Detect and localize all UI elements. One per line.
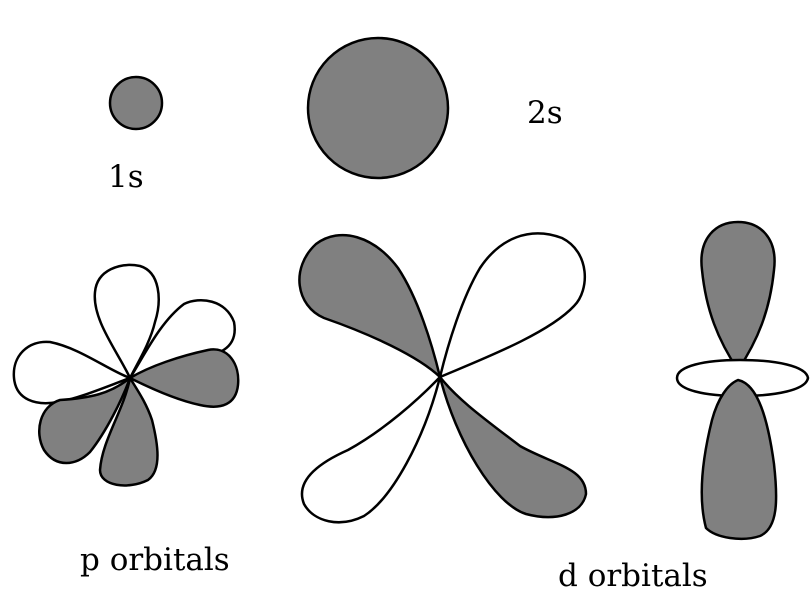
label-p-orbitals: p orbitals (80, 542, 230, 578)
p-orbital-lobe-lower-left (38, 376, 132, 465)
p-orbital-lobe-lower (98, 376, 159, 487)
p-orbital-lobe-upper (93, 263, 160, 380)
d-clover-lobe-upper-right (438, 232, 587, 379)
p-orbitals-group (12, 263, 240, 487)
dz2-orbital-group (675, 220, 810, 540)
d-clover-lobe-lower-left (300, 375, 442, 524)
dz2-orbital-ring (675, 358, 810, 398)
1s-orbital-sphere (108, 75, 164, 131)
label-d-orbitals: d orbitals (558, 558, 708, 591)
label-2s: 2s (527, 95, 563, 131)
label-1s: 1s (108, 159, 144, 195)
2s-orbital-sphere (306, 36, 450, 180)
dz2-orbital-lobe-lower (700, 378, 778, 540)
d-clover-lobe-lower-right (438, 375, 588, 519)
d-orbital-cloverleaf-group (298, 232, 588, 524)
d-clover-lobe-upper-left (298, 233, 442, 379)
p-orbital-lobe-left (12, 340, 132, 405)
p-orbital-lobe-right (128, 348, 240, 408)
dz2-orbital-lobe-upper (700, 220, 776, 372)
